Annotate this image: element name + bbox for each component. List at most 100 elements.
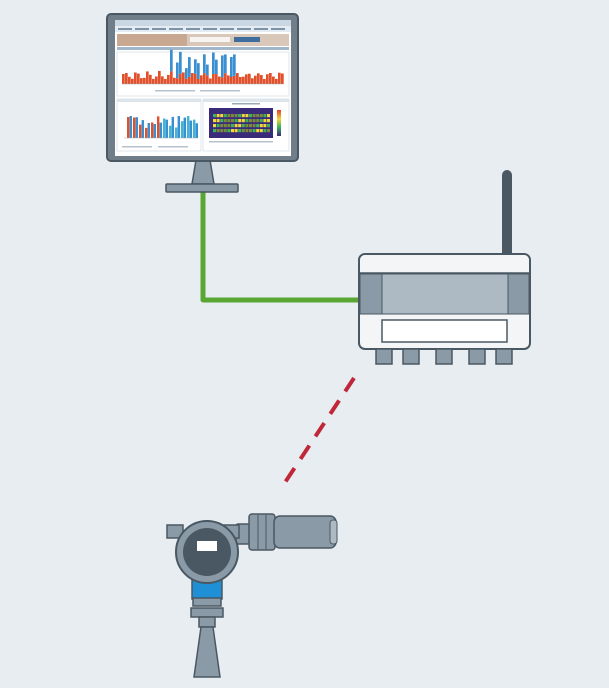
screen-chart-bar — [242, 76, 245, 84]
screen-heatmap-cell — [263, 124, 267, 128]
wireless-link — [278, 376, 356, 492]
screen-heatmap-cell — [241, 114, 245, 118]
screen-chart-bar — [260, 75, 263, 84]
gateway-center-panel — [381, 273, 509, 315]
screen-chart-bar — [215, 74, 218, 84]
screen-chart-spike — [230, 57, 233, 77]
screen-heatmap-cell — [238, 129, 242, 133]
screen-heatmap-cell — [220, 124, 224, 128]
transmitter-display — [183, 528, 231, 576]
screen-chart-bar — [139, 124, 142, 138]
transmitter-flange — [190, 607, 224, 618]
screen-chart-bar — [179, 73, 182, 84]
wireless-adapter-icon — [235, 513, 338, 551]
screen-chart-bar — [152, 78, 155, 84]
screen-heatmap-cell — [267, 119, 270, 123]
screen-chart-bar — [167, 74, 170, 84]
screen-heatmap-cell — [256, 114, 260, 118]
screen-chart-bar — [122, 74, 125, 84]
wireless-gateway-icon — [358, 170, 531, 365]
screen-navbar — [117, 47, 289, 50]
screen-chart-bar — [185, 78, 188, 84]
screen-heatmap-cell — [263, 119, 267, 123]
screen-heatmap-cell — [252, 124, 256, 128]
screen-chart-bar — [227, 75, 230, 84]
screen-chart-bar — [140, 78, 143, 84]
screen-heatmap-cell — [213, 129, 216, 133]
screen-heatmap-cell — [238, 114, 242, 118]
screen-chart-bar — [221, 77, 224, 84]
screen-heatmap-cell — [213, 114, 216, 118]
screen-chart-bar — [151, 122, 154, 138]
screen-heatmap-cell — [223, 124, 227, 128]
screen-heatmap-cell — [223, 119, 227, 123]
screen-chart-bar — [169, 125, 172, 138]
gateway-port — [468, 348, 486, 365]
screen-titlebar — [115, 20, 291, 26]
screen-chart-bar — [134, 72, 137, 84]
screen-heatmap-cell — [220, 119, 224, 123]
screen-heatmap-cell — [227, 124, 231, 128]
screen-heatmap-cell — [227, 129, 231, 133]
screen-heatmap-cell — [216, 129, 220, 133]
monitor-stand-base — [165, 183, 239, 193]
screen-heatmap-cell — [213, 119, 216, 123]
screen-heatmap-cell — [234, 119, 238, 123]
screen-chart-bar — [157, 116, 160, 138]
screen-heatmap-cell — [263, 114, 267, 118]
screen-chart-bar — [233, 75, 236, 84]
screen-chart-bar — [159, 122, 162, 138]
screen-chart-spike — [197, 63, 200, 79]
screen-chart-bar — [125, 73, 128, 84]
screen-chart-bar — [175, 127, 178, 138]
screen-heatmap-cell — [249, 124, 252, 128]
screen-chart-bar — [145, 127, 148, 138]
screen-heatmap-cell — [245, 114, 249, 118]
screen-chart-bar — [195, 123, 198, 138]
screen-chart-spike — [179, 51, 182, 74]
screen-heatmap-cell — [231, 119, 234, 123]
screen-chart-bar — [131, 78, 134, 84]
gateway-right-panel — [507, 273, 530, 315]
screen-chart-bar — [281, 73, 284, 84]
screen-chart-bar — [129, 116, 132, 138]
screen-chart-bar — [183, 117, 186, 138]
screen-chart-bar — [182, 72, 185, 84]
screen-chart-bar — [173, 77, 176, 84]
screen-chart-bar — [194, 73, 197, 84]
screen-chart-bar — [263, 78, 266, 84]
screen-heatmap-cell — [227, 119, 231, 123]
screen-chart-bar — [197, 78, 200, 84]
screen-chart-bar — [127, 116, 130, 138]
screen-chart-spike — [206, 64, 209, 76]
screen-chart-bar — [200, 75, 203, 84]
monitor-stand-neck — [191, 159, 215, 185]
gateway-port — [495, 348, 513, 365]
adapter-collar — [248, 513, 276, 551]
screen-heatmap-cell — [259, 119, 263, 123]
screen-heatmap-cell — [238, 124, 242, 128]
gateway-antenna — [502, 170, 512, 258]
screen-chart-bar — [278, 72, 281, 84]
screen-heatmap-cell — [259, 114, 263, 118]
screen-chart-bar — [149, 74, 152, 84]
screen-chart-spike — [176, 62, 179, 79]
screen-heatmap-cell — [241, 119, 245, 123]
screen-chart-spike — [188, 57, 191, 77]
screen-heatmap-cell — [241, 124, 245, 128]
screen-heatmap-cell — [263, 129, 267, 133]
screen-chart-spike — [185, 68, 188, 79]
transmitter-stem — [198, 616, 216, 628]
screen-chart-bar — [193, 119, 196, 138]
screen-chart-bar — [236, 73, 239, 84]
screen-chart-bar — [170, 71, 173, 84]
screen-chart-bar — [245, 74, 248, 84]
screen-chart-bar — [158, 71, 161, 84]
screen-heatmap-cell — [252, 114, 256, 118]
screen-heatmap-cell — [245, 124, 249, 128]
screen-chart-bar — [218, 76, 221, 84]
screen-heatmap-cell — [213, 124, 216, 128]
screen-heatmap-cell — [234, 124, 238, 128]
screen-chart-bar — [251, 78, 254, 84]
